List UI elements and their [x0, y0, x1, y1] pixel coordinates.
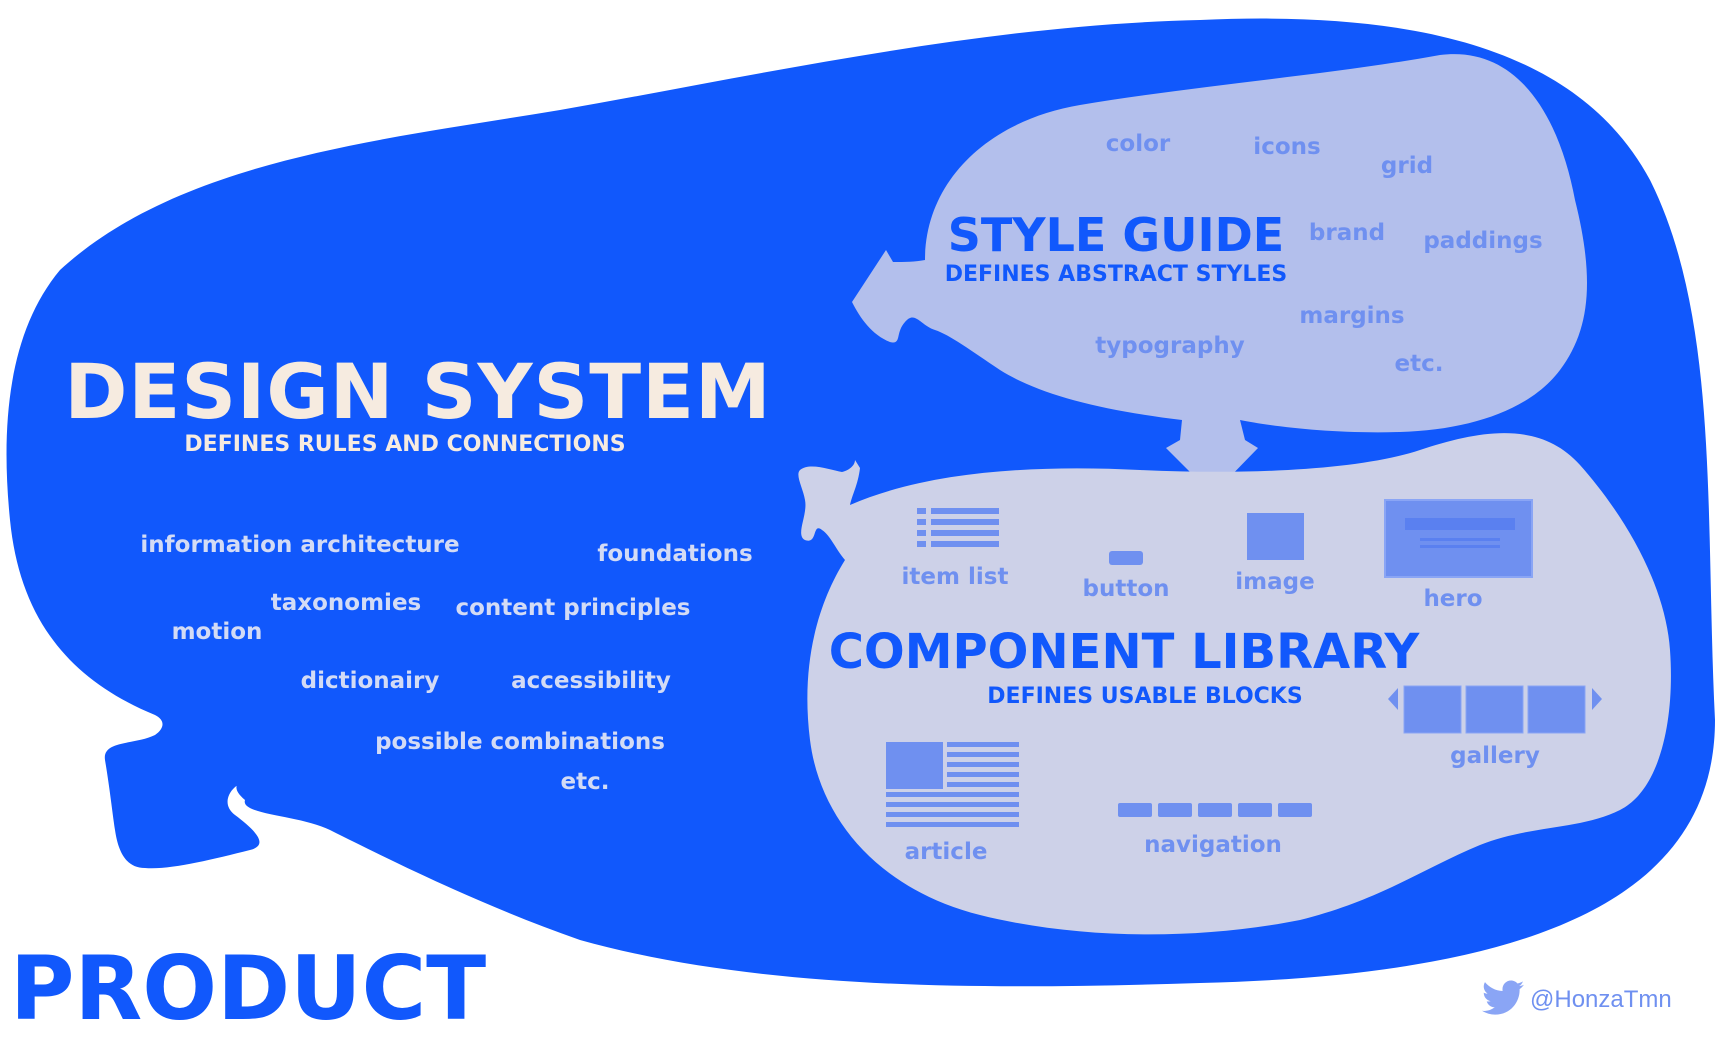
gallery-arrow-left	[1388, 688, 1398, 710]
design-system-item: etc.	[560, 769, 610, 795]
gallery-slide	[1403, 685, 1462, 734]
navigation-tab	[1118, 803, 1152, 817]
gallery-arrow-right	[1592, 688, 1602, 710]
style-guide-item: brand	[1308, 220, 1386, 246]
product-label: PRODUCT	[10, 937, 487, 1040]
design-system-title: DESIGN SYSTEM	[64, 347, 772, 436]
component-label-button: button	[1082, 576, 1170, 602]
item-list-line	[931, 530, 999, 536]
article-icon	[886, 742, 1019, 827]
design-system-item: content principles	[455, 595, 691, 621]
style-guide-item: paddings	[1423, 228, 1543, 254]
article-line	[947, 742, 1019, 747]
component-label-hero: hero	[1423, 586, 1483, 612]
style-guide-item: typography	[1095, 333, 1245, 359]
item-list-bullet	[917, 508, 926, 514]
style-guide-subtitle: DEFINES ABSTRACT STYLES	[944, 262, 1288, 287]
style-guide-item: etc.	[1394, 351, 1444, 377]
gallery-slide	[1527, 685, 1586, 734]
style-guide-item: color	[1105, 131, 1171, 157]
article-line	[947, 752, 1019, 757]
article-line	[947, 782, 1019, 787]
style-guide-title: STYLE GUIDE	[947, 208, 1285, 262]
article-line	[886, 812, 1019, 817]
item-list-bullet	[917, 541, 926, 547]
image-shape	[1247, 513, 1304, 560]
design-system-item: accessibility	[511, 668, 671, 694]
twitter-handle: @HonzaTmn	[1530, 986, 1672, 1013]
item-list-line	[931, 541, 999, 547]
component-label-article: article	[904, 839, 988, 865]
component-library-subtitle: DEFINES USABLE BLOCKS	[987, 684, 1303, 709]
style-guide-item: icons	[1253, 134, 1321, 160]
hero-icon	[1384, 499, 1533, 578]
item-list-line	[931, 508, 999, 514]
design-system-item: motion	[171, 619, 263, 645]
item-list-line	[931, 519, 999, 525]
design-system-item: dictionairy	[300, 668, 440, 694]
image-icon	[1247, 513, 1304, 560]
style-guide-item: grid	[1380, 153, 1434, 179]
button-icon	[1109, 551, 1143, 565]
navigation-tab	[1158, 803, 1192, 817]
article-line	[886, 802, 1019, 807]
article-image	[886, 742, 943, 789]
button-shape	[1109, 551, 1143, 565]
hero-bar	[1405, 518, 1515, 530]
component-library-title: COMPONENT LIBRARY	[828, 624, 1420, 680]
navigation-tab	[1198, 803, 1232, 817]
article-line	[947, 762, 1019, 767]
design-system-item: foundations	[597, 541, 753, 567]
style-guide-item: margins	[1299, 303, 1405, 329]
component-label-gallery: gallery	[1450, 743, 1540, 769]
item-list-icon	[917, 508, 999, 547]
hero-line	[1420, 538, 1500, 541]
hero-line	[1420, 545, 1500, 548]
navigation-icon	[1118, 803, 1312, 817]
design-system-item: taxonomies	[270, 590, 422, 616]
gallery-icon	[1388, 685, 1602, 734]
component-label-image: image	[1235, 569, 1315, 595]
item-list-bullet	[917, 519, 926, 525]
gallery-slide	[1465, 685, 1524, 734]
twitter-bird-icon	[1482, 980, 1524, 1015]
article-line	[886, 822, 1019, 827]
style-guide-blob	[852, 54, 1587, 489]
component-label-item-list: item list	[901, 564, 1009, 590]
component-label-navigation: navigation	[1144, 832, 1282, 858]
design-system-item: information architecture	[140, 532, 460, 558]
item-list-bullet	[917, 530, 926, 536]
design-system-item: possible combinations	[375, 729, 665, 755]
navigation-tab	[1238, 803, 1272, 817]
article-line	[886, 792, 1019, 797]
design-system-subtitle: DEFINES RULES AND CONNECTIONS	[184, 432, 626, 457]
navigation-tab	[1278, 803, 1312, 817]
article-line	[947, 772, 1019, 777]
